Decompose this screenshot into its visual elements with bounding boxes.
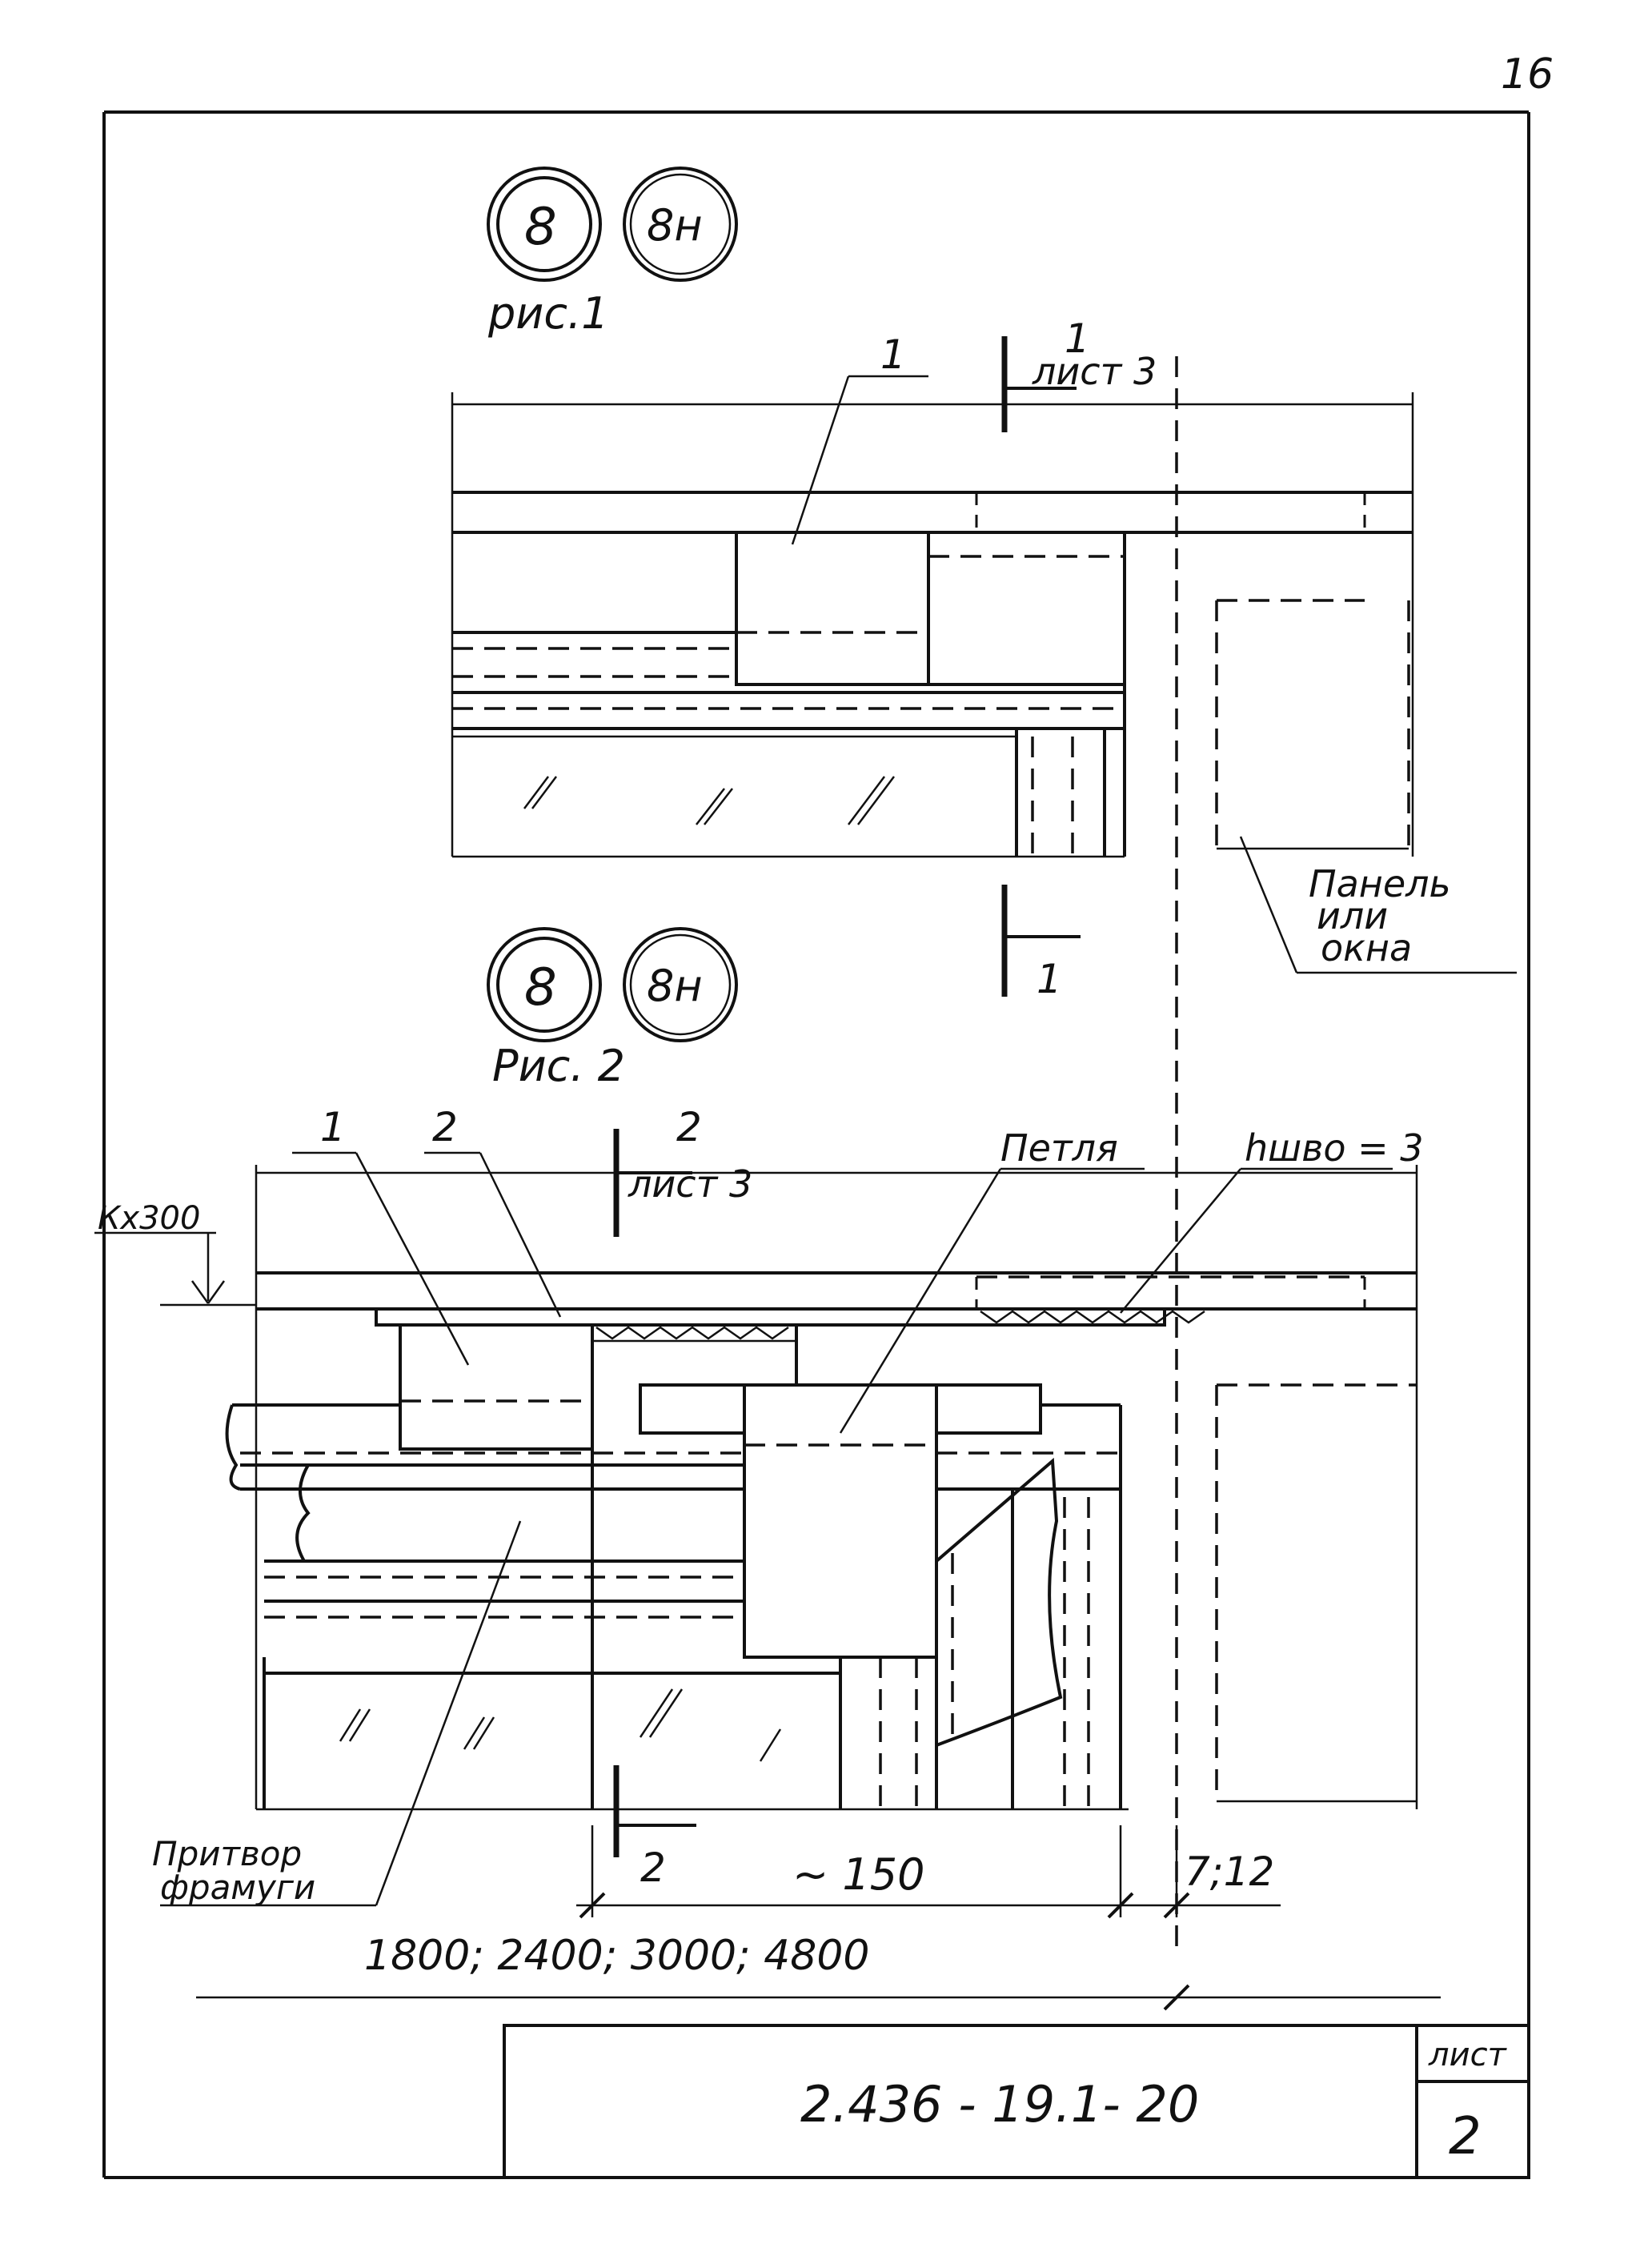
fig2-section-bottom-num: 2 [640, 1845, 666, 1891]
fig1-section-top-num: 1 [1065, 315, 1090, 362]
fig2-drawing [94, 1151, 1418, 1907]
fig1-marker-a-text: 8 [524, 198, 557, 257]
fig1-section-mark-bottom [1001, 885, 1081, 997]
title-block [503, 2024, 1530, 2179]
fig2-dimensions [196, 1825, 1441, 2011]
fig1-section-bottom-num: 1 [1037, 956, 1062, 1002]
corner-page-number: 16 [1501, 50, 1554, 98]
doc-code: 2.436 - 19.1- 20 [800, 2075, 1199, 2134]
fig2-marker-b-text: 8н [647, 961, 703, 1011]
fig2-leader-2: 2 [432, 1104, 458, 1150]
fig2-section-top-ref: лист 3 [628, 1162, 752, 1206]
fig1-marker-b [623, 167, 738, 282]
fig1-marker-a [487, 167, 602, 282]
sheet-label: лист [1428, 2037, 1508, 2073]
fig1-marker-b-text: 8н [647, 200, 703, 251]
fig1-panel-label-1: Панель [1309, 862, 1451, 905]
fig1-panel-label-3: окна [1321, 926, 1412, 969]
fig2-pritvor-2: фрамуги [160, 1868, 315, 1907]
fig2-marker-b [623, 927, 738, 1042]
fig1-section-top-ref: лист 3 [1032, 350, 1157, 393]
fig1-panel-label-2: или [1317, 894, 1388, 937]
fig2-caption: Рис. 2 [492, 1041, 625, 1091]
fig1-leader-1: 1 [880, 331, 906, 378]
fig1-caption: рис.1 [487, 288, 609, 339]
fig2-dim-150: ~ 150 [792, 1849, 924, 1900]
fig2-hshvo-label: hшво = 3 [1245, 1126, 1424, 1170]
fig2-hinge-label: Петля [1000, 1126, 1118, 1170]
fig2-section-top-num: 2 [676, 1104, 702, 1150]
fig1-section-mark-top [1001, 336, 1077, 432]
fig1-drawing [451, 356, 1517, 1953]
fig2-k-label: Кх300 [98, 1200, 200, 1237]
fig2-section-mark-bottom [613, 1765, 696, 1857]
fig2-marker-a [487, 927, 602, 1042]
sheet-number: 2 [1449, 2107, 1482, 2166]
fig2-dim-lengths: 1800; 2400; 3000; 4800 [364, 1932, 870, 1980]
fig2-pritvor-1: Притвор [152, 1834, 302, 1873]
fig2-dim-712: 7;12 [1185, 1849, 1274, 1895]
fig2-marker-a-text: 8 [524, 958, 557, 1018]
fig2-leader-1: 1 [320, 1104, 346, 1150]
